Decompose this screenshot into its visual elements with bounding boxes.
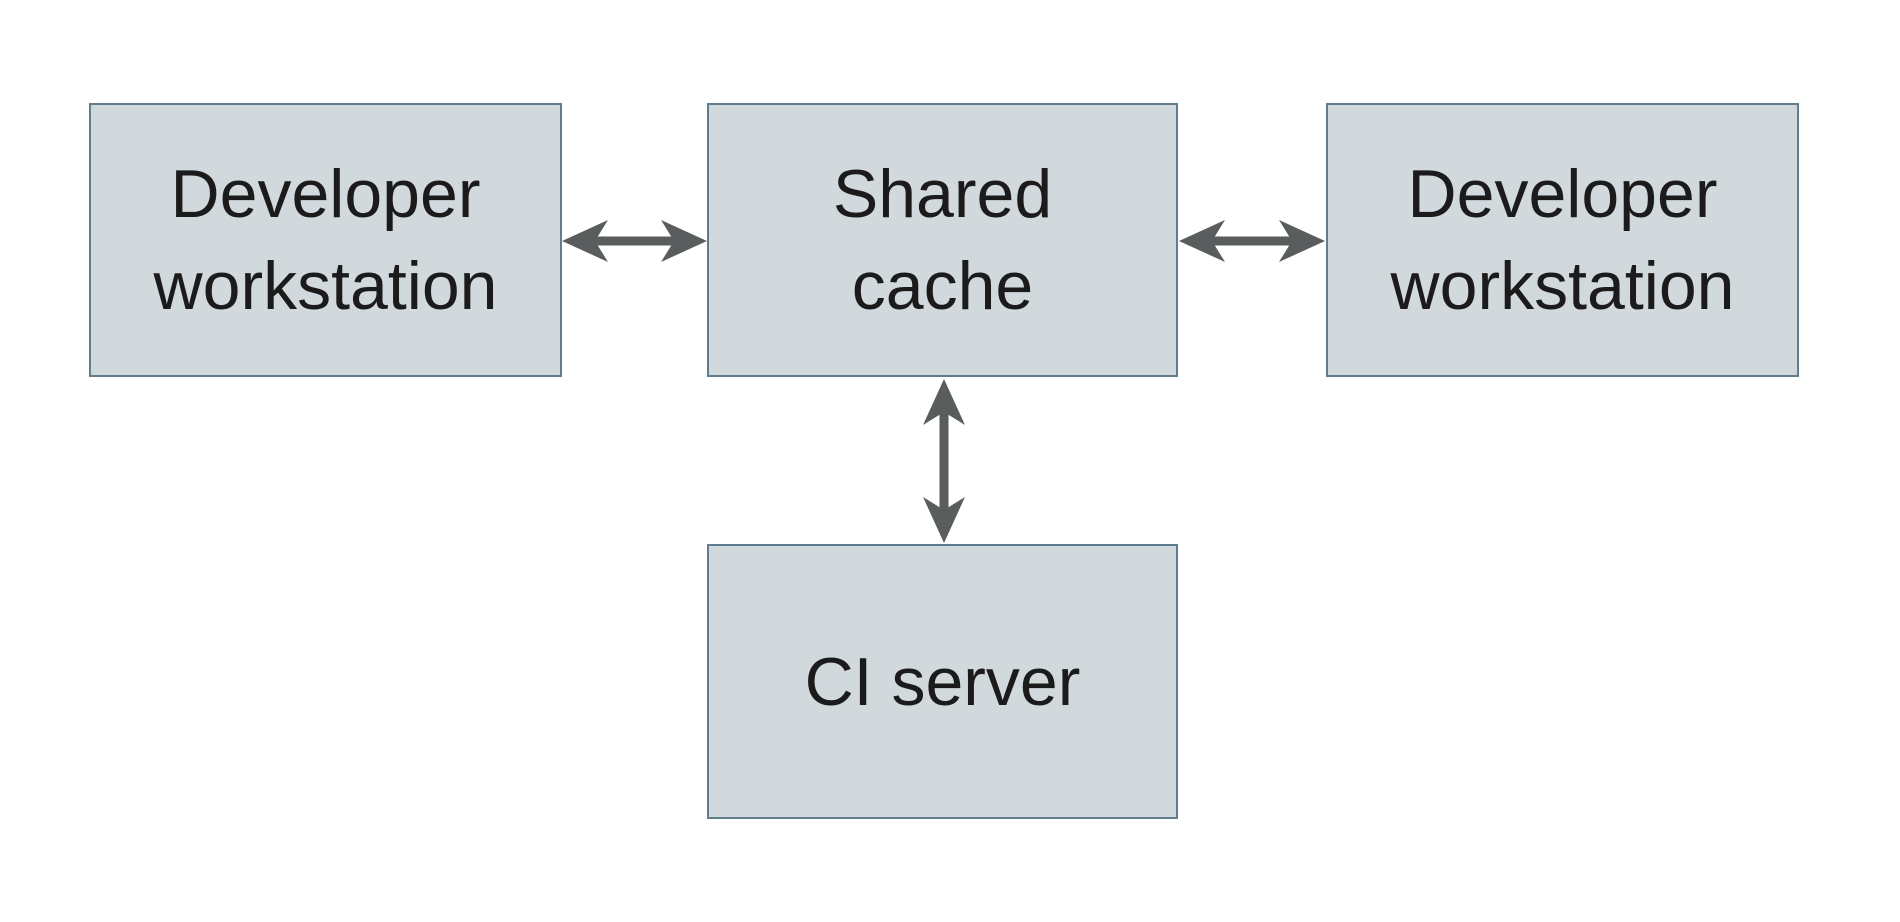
node-label-line: cache [851, 248, 1034, 324]
node-ci-server: CI server [707, 544, 1178, 819]
node-label-line: Developer [170, 156, 481, 232]
node-label-line: workstation [153, 248, 498, 324]
node-shared-cache: Shared cache [707, 103, 1178, 377]
node-developer-workstation-right: Developer workstation [1326, 103, 1799, 377]
double-arrow-horizontal-right-icon [1179, 217, 1325, 265]
double-arrow-horizontal-left-icon [562, 217, 707, 265]
node-label-line: Shared [832, 156, 1053, 232]
node-label-line: CI server [804, 643, 1081, 720]
node-developer-workstation-left: Developer workstation [89, 103, 562, 377]
node-label-line: Developer [1407, 156, 1718, 232]
double-arrow-vertical-icon [920, 379, 968, 543]
node-label-line: workstation [1390, 248, 1735, 324]
